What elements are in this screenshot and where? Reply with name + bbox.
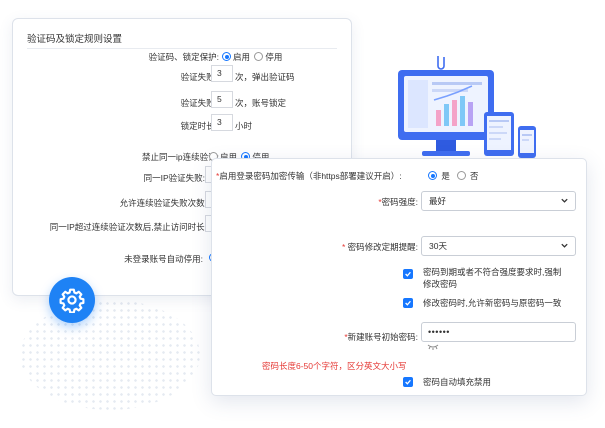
encrypt-yes-label: 是: [441, 171, 450, 181]
lock-duration-label: 锁定时长:: [180, 121, 217, 131]
reminder-label: * 密码修改定期提醒:: [341, 242, 418, 252]
check-icon: [405, 379, 411, 385]
lock-duration-input[interactable]: 3: [211, 114, 233, 131]
reminder-value: 30天: [429, 241, 447, 251]
chevron-down-icon: [561, 243, 568, 248]
same-ip-fail-label: 同一IP验证失败:: [143, 173, 205, 183]
auto-disable-label: 未登录账号自动停用:: [124, 254, 203, 264]
autofill-disable-label: 密码自动填充禁用: [423, 377, 492, 387]
protect-off-label: 停用: [265, 52, 283, 62]
check-icon: [405, 300, 411, 306]
allow-same-checkbox[interactable]: [403, 298, 413, 308]
fail-lock-label: 验证失败:: [180, 98, 217, 108]
protect-on-label: 启用: [233, 52, 251, 62]
protect-radio-group: 启用 停用: [220, 51, 282, 63]
autofill-disable-checkbox[interactable]: [403, 377, 413, 387]
password-hint: 密码长度6-50个字符，区分英文大小写: [262, 361, 407, 371]
chevron-down-icon: [561, 198, 568, 203]
fail-lock-suffix: 次，账号锁定: [235, 98, 287, 108]
encrypt-label: *启用登录密码加密传输（非https部署建议开启）:: [216, 171, 402, 181]
same-ip-off-label: 停用: [252, 152, 270, 162]
lock-duration-suffix: 小时: [235, 121, 253, 131]
encrypt-yes-radio[interactable]: [428, 171, 437, 180]
ban-duration-label: 同一IP超过连续验证次数后,禁止访问时长:: [49, 222, 207, 232]
encrypt-no-radio[interactable]: [456, 171, 466, 180]
fail-captcha-label: 验证失败:: [180, 72, 217, 82]
allow-same-label: 修改密码时,允许新密码与原密码一致: [423, 298, 562, 308]
settings-badge: [49, 277, 95, 323]
protect-on-radio[interactable]: [222, 52, 231, 61]
allow-fail-label: 允许连续验证失败次数:: [119, 198, 207, 208]
fail-captcha-suffix: 次，弹出验证码: [235, 72, 295, 82]
password-settings-panel: *启用登录密码加密传输（非https部署建议开启）: 是 否 *密码强度: 最好…: [211, 158, 587, 396]
strength-value: 最好: [429, 196, 447, 206]
strength-select[interactable]: 最好: [421, 191, 576, 211]
devices-illustration: [398, 56, 540, 168]
check-icon: [405, 271, 411, 277]
panel-title: 验证码及锁定规则设置: [27, 34, 123, 45]
force-change-label: 密码到期或者不符合强度要求时,强制 修改密码: [423, 267, 562, 289]
force-change-checkbox[interactable]: [403, 269, 413, 279]
reminder-select[interactable]: 30天: [421, 236, 576, 256]
init-pwd-label: *新建账号初始密码:: [344, 332, 418, 342]
dot-pattern-decoration: [20, 300, 200, 410]
same-ip-on-label: 启用: [220, 152, 238, 162]
gear-icon: [59, 288, 85, 313]
fail-captcha-input[interactable]: 3: [211, 65, 233, 82]
same-ip-label: 禁止同一ip连续验证:: [142, 152, 219, 162]
protect-off-radio[interactable]: [254, 52, 264, 61]
encrypt-no-label: 否: [470, 171, 479, 181]
eye-closed-icon[interactable]: [427, 343, 439, 351]
strength-label: *密码强度:: [378, 197, 418, 207]
fail-lock-input[interactable]: 5: [211, 91, 233, 108]
protect-label: 验证码、锁定保护:: [148, 52, 219, 62]
encrypt-radio-group: 是 否: [426, 170, 479, 182]
init-pwd-input[interactable]: ••••••: [421, 322, 576, 342]
divider: [27, 48, 337, 49]
